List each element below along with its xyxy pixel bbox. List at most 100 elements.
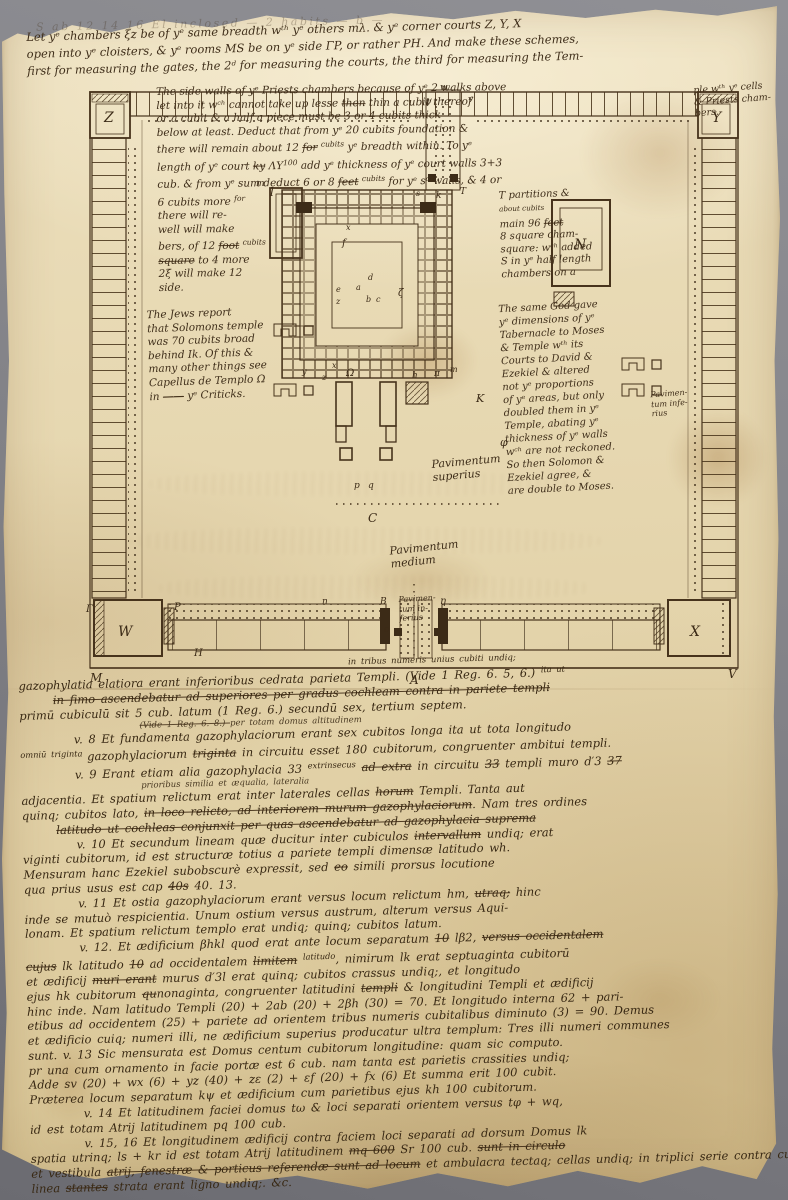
south-colonnade-right (438, 603, 665, 651)
temple-plan-drawing: ZYwψvmlskTNxfdaezbcζyxzΩhπmKφpqCΓPHnoBηW… (85, 84, 739, 684)
plan-letter-V: V (728, 667, 738, 681)
plan-letter-Z: Z (103, 110, 114, 126)
plan-letter-P: P (173, 602, 181, 613)
plan-shape (651, 359, 662, 370)
plan-shape (417, 599, 433, 659)
plan-shape (621, 383, 662, 397)
plan-letter-φ: φ (500, 436, 508, 449)
temple-house (281, 189, 453, 379)
south-gate-A (394, 599, 442, 659)
plan-shape (300, 208, 434, 360)
plan-shape (420, 202, 436, 213)
plan-letter-k: k (436, 191, 441, 201)
plan-shape (701, 103, 731, 135)
plan-shape (441, 619, 661, 651)
plan-shape (474, 120, 689, 127)
plan-shape (428, 174, 436, 182)
plan-shape (93, 599, 105, 657)
plan-letter-H: H (193, 648, 203, 659)
plan-shape (91, 137, 127, 599)
plan-shape (379, 447, 393, 461)
plan-shape (551, 199, 611, 287)
plan-shape (303, 385, 314, 396)
plan-shape (129, 91, 699, 117)
temple-porch (335, 381, 397, 461)
plan-shape (432, 96, 454, 184)
corner-court-W (93, 599, 163, 657)
plan-letter-M: M (89, 671, 103, 684)
chamber-N (551, 199, 611, 307)
plan-shape (91, 93, 129, 103)
plan-letter-C: C (368, 511, 377, 525)
plan-shape (379, 381, 397, 427)
plan-letter-c: c (376, 295, 381, 304)
plan-letter-m: m (256, 179, 265, 189)
plan-letter-A: A (409, 673, 419, 684)
plan-letter-Ω: Ω (345, 368, 354, 379)
plan-letter-v: v (468, 95, 473, 105)
plan-letter-p: p (354, 481, 360, 491)
plan-letter-h: h (412, 371, 418, 381)
plan-shape (339, 447, 353, 461)
plan-letter-d: d (368, 273, 373, 282)
plan-letter-f: f (341, 238, 348, 249)
plan-shape (335, 425, 347, 443)
plan-shape (167, 619, 387, 651)
plan-letter-N: N (573, 237, 587, 253)
plan-shape (621, 357, 662, 371)
court-axis-dotted-lines (336, 503, 504, 658)
plan-shape (335, 381, 353, 427)
plan-shape (441, 603, 661, 621)
plan-shape (128, 144, 136, 594)
plan-shape (405, 381, 429, 405)
plan-letter-Y: Y (712, 110, 723, 126)
plan-letter-z: z (335, 297, 341, 306)
plan-shape (303, 325, 314, 336)
plan-letter-W: W (118, 624, 134, 640)
plan-letter-y: y (301, 367, 307, 376)
ink-bleed-through (130, 528, 600, 554)
plan-letter-ψ: ψ (424, 96, 432, 107)
plan-shape (273, 323, 314, 337)
plan-shape (651, 385, 662, 396)
plan-letter-n: n (322, 597, 328, 607)
plan-shape (621, 383, 645, 397)
fold-crease (0, 688, 788, 690)
plan-shape (273, 323, 297, 337)
plan-letter-o: o (384, 625, 390, 635)
latin-commentary: in tribus numeris unius cubiti undiq;gaz… (18, 646, 788, 1197)
plan-shape (553, 291, 575, 307)
plan-letter-T: T (460, 187, 467, 197)
plan-shape (621, 357, 645, 371)
plan-shape (699, 93, 737, 103)
plan-shape (450, 174, 458, 182)
plan-shape (315, 223, 419, 347)
plan-letter-K: K (475, 392, 485, 405)
plan-shape (692, 144, 700, 594)
plan-shape (394, 628, 402, 636)
plan-shape (722, 602, 730, 654)
plan-shape (701, 137, 737, 599)
plan-letter-q: q (368, 481, 374, 491)
plan-letter-x: x (332, 361, 337, 370)
south-colonnade-left (163, 603, 390, 651)
plan-shape (167, 603, 387, 621)
inner-gate-piers (273, 323, 662, 397)
top-plan-note: The side walls of yᵉ Priests chambers be… (156, 81, 549, 296)
plan-shape (438, 608, 448, 644)
plan-letter-b: b (366, 295, 371, 304)
plan-shape (273, 383, 314, 397)
plan-shape (385, 425, 397, 443)
plan-shape (559, 207, 603, 271)
plan-shape (653, 607, 665, 645)
pavimentum-inferius-label-bottom: Pavimen-tum in-ferius (398, 593, 436, 623)
plan-shape (380, 608, 390, 644)
plan-letter-ζ: ζ (398, 288, 404, 299)
pavimentum-inferius-label-right: Pavimen-tum infe-rius (650, 388, 689, 419)
plan-letter-s: s (416, 189, 420, 198)
